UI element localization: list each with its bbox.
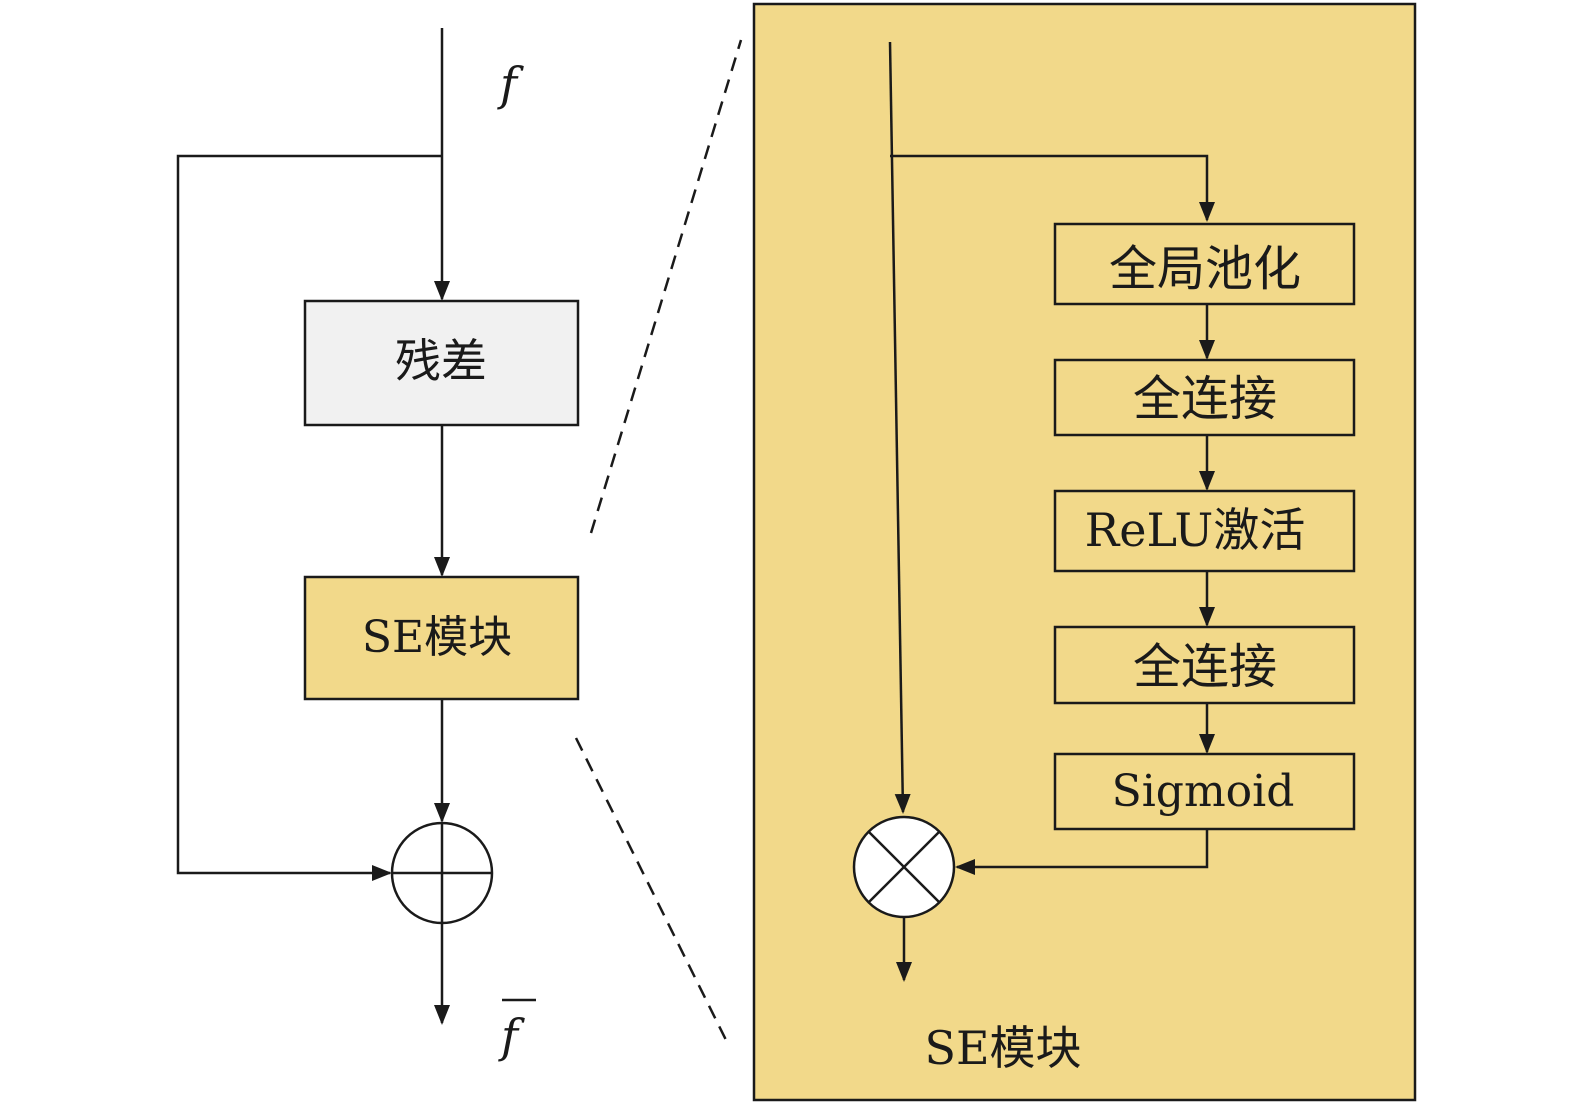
step-global-pooling: 全局池化: [1053, 222, 1356, 306]
step-label: Sigmoid: [1112, 766, 1295, 817]
step-label: 全连接: [1133, 639, 1277, 695]
se-detail-panel: 全局池化 全连接 ReLU激活 全连接 Sigmoid: [752, 2, 1417, 1102]
skip-connection-arrow: [176, 154, 442, 881]
step-box: [1053, 222, 1356, 306]
step-fully-connected-2: 全连接: [1053, 625, 1356, 705]
output-symbol: f: [498, 998, 536, 1063]
se-block-box: [303, 575, 580, 701]
step-label: 全连接: [1133, 371, 1277, 427]
step-label: 全局池化: [1109, 241, 1301, 297]
output-symbol-text: f: [498, 1009, 525, 1063]
identity-path-arrow: [888, 41, 911, 814]
panel-title: SE模块: [924, 1021, 1081, 1075]
step-label: ReLU激活: [1085, 503, 1306, 557]
scale-arrow: [955, 829, 1209, 875]
step-sigmoid: Sigmoid: [1053, 752, 1356, 831]
step-box: [1053, 358, 1356, 437]
step-fully-connected-1: 全连接: [1053, 358, 1356, 437]
se-block-label: SE模块: [362, 612, 512, 663]
input-symbol: f: [497, 57, 524, 111]
add-node-icon: [390, 821, 494, 925]
step-box: [1053, 752, 1356, 831]
step-box: [1053, 625, 1356, 705]
zoom-line-top: [589, 39, 743, 534]
residual-label: 残差: [395, 334, 487, 388]
zoom-line-bottom: [574, 737, 729, 1043]
multiply-node-icon: [852, 815, 956, 919]
step-relu: ReLU激活: [1053, 489, 1356, 573]
step-box: [1053, 489, 1356, 573]
branch-arrow: [890, 154, 1215, 222]
residual-block-diagram: f 残差 SE模块 f: [176, 28, 580, 1063]
